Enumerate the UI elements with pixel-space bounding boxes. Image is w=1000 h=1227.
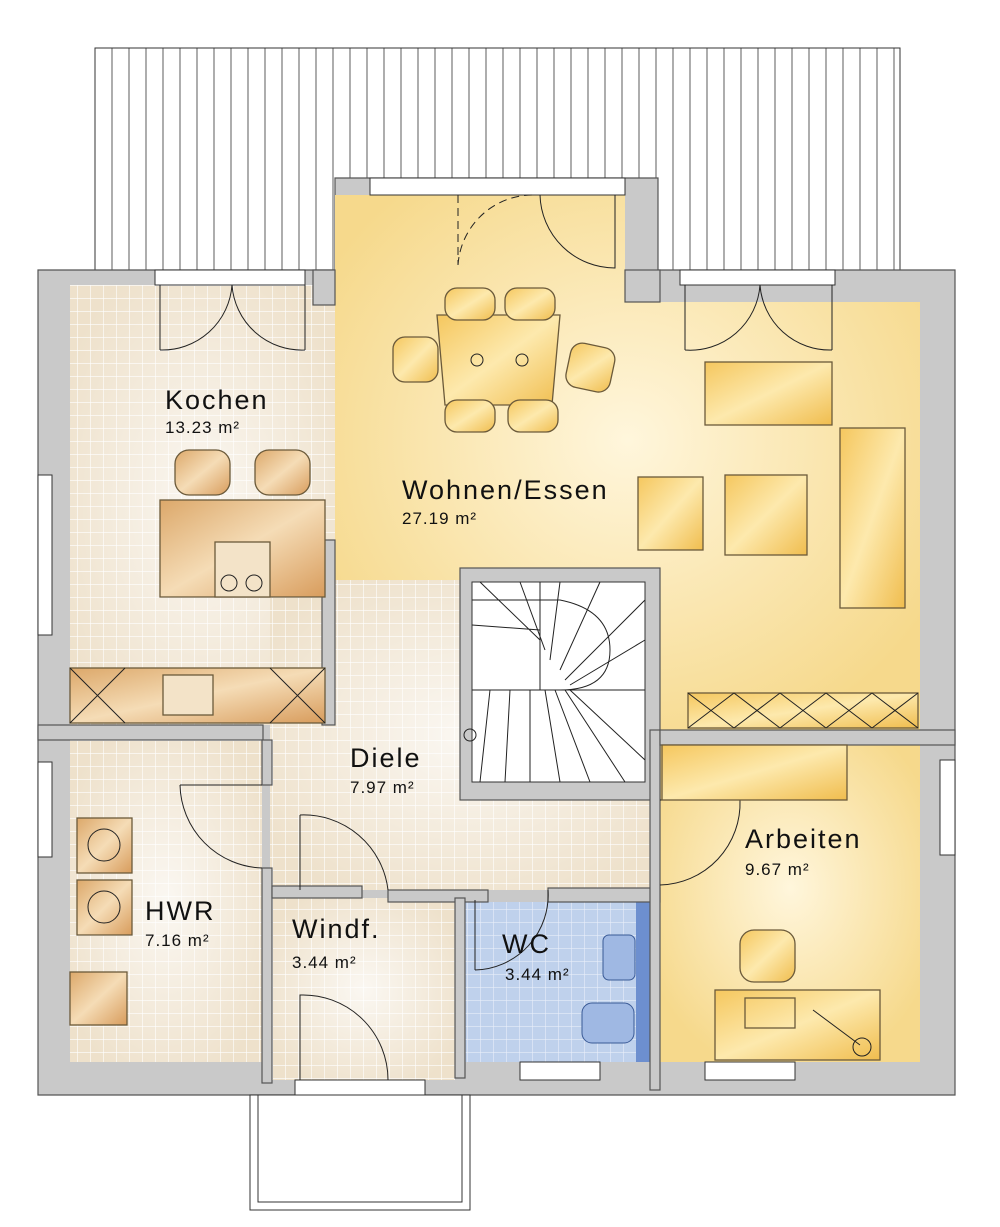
wc-fixtures [581, 934, 636, 1044]
washing-machine [76, 817, 133, 874]
interior-walls [37, 269, 956, 1091]
chair [254, 449, 311, 496]
living-furniture [637, 361, 919, 729]
wash-basin [602, 934, 636, 981]
room-label-wohnen: Wohnen/Essen [402, 475, 609, 505]
chair [444, 399, 496, 433]
desk [714, 989, 881, 1061]
office-furniture [661, 744, 881, 1061]
chair [565, 342, 616, 393]
room-area-windfang: 3.44 m² [292, 953, 357, 972]
shelf [661, 744, 848, 801]
room-area-arbeiten: 9.67 m² [745, 860, 810, 879]
room-area-hwr: 7.16 m² [145, 931, 210, 950]
room-label-hwr: HWR [145, 896, 215, 926]
coffee-table [724, 474, 808, 556]
door-swings [159, 194, 833, 1081]
sofa [704, 361, 833, 426]
room-label-kochen: Kochen [165, 385, 269, 415]
room-label-windfang: Windf. [292, 914, 381, 944]
dryer [76, 879, 133, 936]
office-chair [739, 929, 796, 983]
room-area-wc: 3.44 m² [505, 965, 570, 984]
chair [504, 287, 556, 321]
room-area-wohnen: 27.19 m² [402, 509, 477, 528]
room-area-kochen: 13.23 m² [165, 418, 240, 437]
chair [174, 449, 231, 496]
chair [444, 287, 496, 321]
chair [392, 336, 439, 383]
porch [249, 1094, 471, 1211]
sofa [839, 427, 906, 609]
sink [69, 971, 128, 1026]
staircase [459, 567, 661, 801]
room-label-wc: WC [502, 929, 551, 959]
hwr-appliances [69, 817, 133, 1026]
dining-table [392, 287, 616, 433]
room-label-diele: Diele [350, 743, 422, 773]
room-label-arbeiten: Arbeiten [745, 824, 862, 854]
chair [507, 399, 559, 433]
armchair [637, 476, 704, 551]
room-area-diele: 7.97 m² [350, 778, 415, 797]
kitchen-furniture [69, 449, 326, 724]
toilet [581, 1002, 635, 1044]
windows [37, 177, 956, 1096]
